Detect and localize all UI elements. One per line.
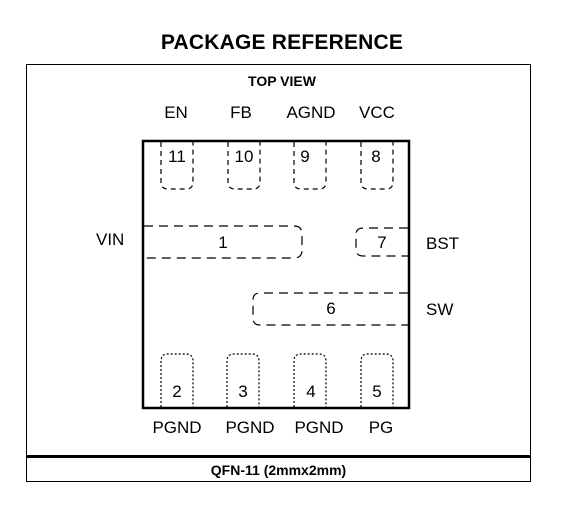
pin-number-6: 6 xyxy=(326,299,335,318)
package-body xyxy=(141,139,411,410)
pad-9 xyxy=(293,142,327,190)
pin-number-4: 4 xyxy=(306,382,315,401)
pin-number-5: 5 xyxy=(372,382,381,401)
pin-name-pgnd-3: PGND xyxy=(225,418,275,437)
pin-name-fb: FB xyxy=(230,103,252,122)
pin-number-8: 8 xyxy=(371,147,380,166)
pad-4 xyxy=(293,353,327,407)
pin-name-agnd: AGND xyxy=(286,103,336,122)
pad-2 xyxy=(160,353,194,407)
pin-number-7: 7 xyxy=(377,233,386,252)
pin-name-vcc: VCC xyxy=(359,103,395,122)
pin-name-vin: VIN xyxy=(96,230,125,249)
pad-5 xyxy=(360,353,394,407)
pin-number-1: 1 xyxy=(218,233,227,252)
diagram-frame xyxy=(26,64,531,482)
pin-name-pgnd-2: PGND xyxy=(152,418,202,437)
pin-name-sw: SW xyxy=(426,300,454,319)
footer-divider xyxy=(26,455,531,458)
package-name: QFN-11 (2mmx2mm) xyxy=(210,462,347,478)
pin-name-en: EN xyxy=(164,103,188,122)
pad-1 xyxy=(144,225,303,259)
pin-number-10: 10 xyxy=(235,147,254,166)
pad-7 xyxy=(355,227,408,257)
pin-number-9: 9 xyxy=(300,147,309,166)
pin-number-2: 2 xyxy=(172,382,181,401)
pin-number-11: 11 xyxy=(168,147,186,166)
diagram-title: PACKAGE REFERENCE xyxy=(160,31,404,54)
pad-3 xyxy=(226,353,260,407)
pin-name-pgnd-4: PGND xyxy=(294,418,344,437)
pin-number-3: 3 xyxy=(238,382,247,401)
pad-6 xyxy=(252,292,408,326)
view-label: TOP VIEW xyxy=(248,73,316,89)
pin-name-pg: PG xyxy=(368,418,394,437)
pin-name-bst: BST xyxy=(426,234,460,253)
